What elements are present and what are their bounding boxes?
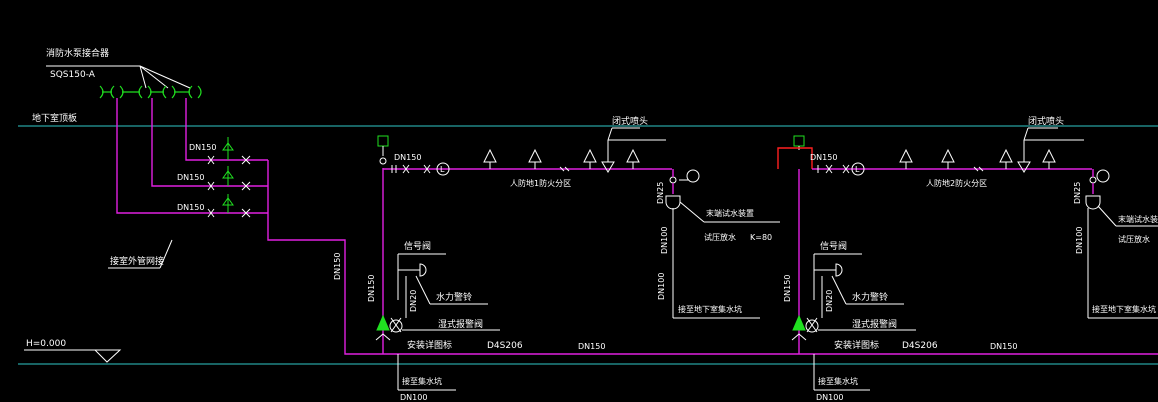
dn25-1: DN25	[656, 182, 665, 204]
dn150-z1: DN150	[394, 153, 421, 162]
adapter-leader-4	[139, 65, 147, 89]
dn150-vertical: DN150	[333, 253, 342, 280]
flow-ind-2: 水力警铃	[852, 291, 888, 303]
adapter-pipe-2	[151, 98, 268, 187]
install-2: 安装详图标	[834, 339, 879, 351]
alarm-valve-2: 湿式报警阀	[852, 318, 897, 330]
dn25-2: DN25	[1073, 182, 1082, 204]
install-1: 安装详图标	[407, 339, 452, 351]
sprinkler-label-2: 闭式喷头	[1028, 115, 1064, 127]
dn150-v2: DN150	[783, 275, 792, 302]
pump-connection-label: 接室外管网接	[110, 255, 164, 267]
dn150-label-b: DN150	[177, 173, 204, 182]
svg-text:L: L	[855, 165, 860, 174]
svg-text:L: L	[440, 165, 445, 174]
dn150-v1: DN150	[367, 275, 376, 302]
system-2: L DN150 闭式喷头 人防地2防火分区 DN25 DN100 末端试水装置 …	[777, 115, 1158, 402]
dn100-out-2: DN100	[816, 393, 843, 402]
drain-out-2: 接至集水坑	[818, 376, 858, 386]
drain-2: 接至地下室集水坑	[1092, 304, 1156, 314]
signal-valve-1: 信号阀	[404, 240, 431, 252]
model-1: D4S206	[487, 341, 523, 351]
drain-1: 接至地下室集水坑	[678, 304, 742, 314]
signal-valve-2: 信号阀	[820, 240, 847, 252]
dn20-1: DN20	[409, 290, 418, 312]
basement-floor-label: 地下室顶板	[32, 112, 77, 124]
dn150-main-2: DN150	[990, 342, 1017, 351]
drain-out-1: 接至集水坑	[402, 376, 442, 386]
test-valve-1: 末端试水装置	[706, 208, 754, 218]
sprinkler-label-1: 闭式喷头	[612, 115, 648, 127]
collector-pipe	[267, 160, 1158, 355]
test-valve-2: 末端试水装置	[1118, 214, 1158, 224]
dn100-v2: DN100	[1075, 227, 1084, 254]
exhaust-valve-1	[377, 135, 389, 147]
branch-valves	[207, 137, 251, 218]
dn150-z2: DN150	[810, 153, 837, 162]
pump-connection-leader-2	[159, 239, 173, 269]
adapter-model: SQS150-A	[50, 70, 96, 80]
adapter-leader-2	[139, 65, 191, 89]
test-pipe-2: 试压放水	[1118, 234, 1150, 244]
dn100-out-1: DN100	[400, 393, 427, 402]
dn150-label-a: DN150	[189, 143, 216, 152]
elevation-triangle	[93, 349, 122, 363]
dn150-label-c: DN150	[177, 203, 204, 212]
dn100-v3: DN100	[657, 273, 666, 300]
dn150-main-1: DN150	[578, 342, 605, 351]
test-pipe-1: 试压放水	[704, 232, 736, 242]
model-2: D4S206	[902, 341, 938, 351]
system-1: L DN150 闭式喷头 人防地1防火分区 DN25 DN100 末端试水装置	[367, 115, 780, 402]
adapter-pipe-1	[116, 98, 268, 214]
dn100-v1: DN100	[660, 227, 669, 254]
adapter-pipe-3	[185, 98, 268, 161]
elevation-label: H=0.000	[26, 339, 66, 349]
dn20-2: DN20	[825, 290, 834, 312]
adapter-leader-3	[139, 65, 169, 89]
k80-label: K=80	[750, 233, 772, 242]
adapter-title: 消防水泵接合器	[46, 47, 109, 59]
alarm-valve-1: 湿式报警阀	[438, 318, 483, 330]
pump-adapters	[99, 85, 202, 99]
flow-ind-1: 水力警铃	[436, 291, 472, 303]
zone-label-2: 人防地2防火分区	[926, 178, 987, 188]
zone-label-1: 人防地1防火分区	[510, 178, 571, 188]
